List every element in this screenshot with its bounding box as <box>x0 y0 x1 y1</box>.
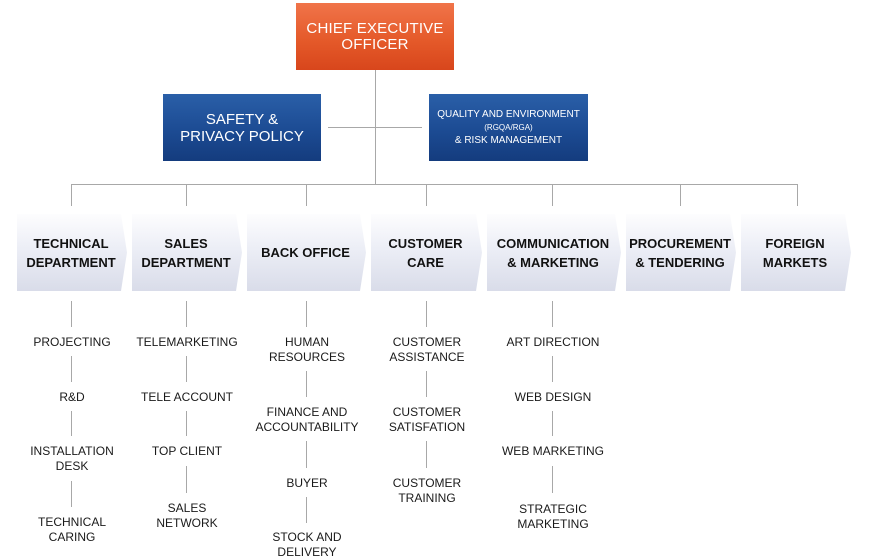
sub-item-human-resources: HUMAN RESOURCES <box>268 335 345 364</box>
connector-back-office <box>306 371 307 397</box>
connector-customer-care <box>426 441 427 468</box>
sub-item-web-design: WEB DESIGN <box>514 390 592 404</box>
dept-sales: SALES DEPARTMENT <box>132 214 242 291</box>
quality-label-line3: & RISK MANAGEMENT <box>454 135 563 146</box>
connector-back-office <box>306 497 307 523</box>
dept-back-office: BACK OFFICE <box>247 214 366 291</box>
dept-label: DEPARTMENT <box>26 254 116 270</box>
sub-item-rnd: R&D <box>59 390 85 404</box>
sub-item-sales-network: SALES NETWORK <box>156 501 218 530</box>
safety-label-line2: PRIVACY POLICY <box>180 127 304 145</box>
connector-dept-technical <box>71 184 72 206</box>
connector-policies <box>328 127 422 128</box>
sub-item-top-client: TOP CLIENT <box>151 444 223 458</box>
connector-sales <box>186 356 187 382</box>
sub-item-stock-delivery: STOCK AND DELIVERY <box>272 530 342 559</box>
dept-label: BACK OFFICE <box>261 245 350 260</box>
connector-customer-care <box>426 301 427 327</box>
dept-technical: TECHNICAL DEPARTMENT <box>17 214 127 291</box>
sub-item-strategic-marketing: STRATEGIC MARKETING <box>517 502 589 531</box>
dept-label: TECHNICAL <box>33 235 109 251</box>
connector-communication <box>552 356 553 382</box>
sub-item-web-marketing: WEB MARKETING <box>501 444 604 458</box>
connector-sales <box>186 411 187 436</box>
sub-item-customer-satisfation: CUSTOMER SATISFATION <box>388 405 466 434</box>
dept-label: FOREIGN <box>765 235 825 251</box>
connector-communication <box>552 466 553 493</box>
sub-item-buyer: BUYER <box>286 476 328 490</box>
connector-communication <box>552 411 553 436</box>
dept-label: CARE <box>407 254 444 270</box>
connector-departments-bus <box>71 184 797 185</box>
safety-label-line1: SAFETY & <box>205 110 279 128</box>
connector-technical <box>71 301 72 327</box>
connector-back-office <box>306 301 307 327</box>
sub-item-technical-caring: TECHNICAL CARING <box>37 515 106 544</box>
dept-communication-marketing: COMMUNICATION & MARKETING <box>487 214 621 291</box>
sub-item-customer-training: CUSTOMER TRAINING <box>392 476 462 505</box>
ceo-label-line2: OFFICER <box>341 35 409 53</box>
connector-dept-communication <box>552 184 553 206</box>
dept-label: PROCUREMENT <box>629 235 731 251</box>
connector-back-office <box>306 441 307 468</box>
dept-procurement-tendering: PROCUREMENT & TENDERING <box>626 214 736 291</box>
connector-technical <box>71 356 72 382</box>
dept-label: SALES <box>164 235 208 251</box>
safety-privacy-policy-box: SAFETY & PRIVACY POLICY <box>163 94 321 161</box>
ceo-label-line1: CHIEF EXECUTIVE <box>306 19 444 37</box>
connector-dept-procurement <box>680 184 681 206</box>
dept-label: & MARKETING <box>507 254 599 270</box>
dept-customer-care: CUSTOMER CARE <box>371 214 482 291</box>
sub-item-telemarketing: TELEMARKETING <box>136 335 238 349</box>
connector-customer-care <box>426 371 427 397</box>
quality-label-line1: QUALITY AND ENVIRONMENT <box>437 109 580 120</box>
sub-item-installation-desk: INSTALLATION DESK <box>30 444 114 473</box>
dept-label: DEPARTMENT <box>141 254 231 270</box>
connector-dept-customer-care <box>426 184 427 206</box>
sub-item-customer-assistance: CUSTOMER ASSISTANCE <box>389 335 465 364</box>
connector-technical <box>71 411 72 436</box>
ceo-box: CHIEF EXECUTIVE OFFICER <box>296 3 454 70</box>
sub-item-finance-accountability: FINANCE AND ACCOUNTABILITY <box>255 405 359 434</box>
connector-sales <box>186 301 187 327</box>
dept-label: & TENDERING <box>635 254 725 270</box>
quality-environment-box: QUALITY AND ENVIRONMENT (RGQA/RGA) & RIS… <box>429 94 588 161</box>
connector-dept-back-office <box>306 184 307 206</box>
connector-technical <box>71 481 72 507</box>
connector-dept-sales <box>186 184 187 206</box>
connector-sales <box>186 466 187 493</box>
dept-label: COMMUNICATION <box>496 235 610 251</box>
connector-dept-foreign <box>797 184 798 206</box>
sub-item-tele-account: TELE ACCOUNT <box>140 390 233 404</box>
dept-foreign-markets: FOREIGN MARKETS <box>741 214 851 291</box>
connector-communication <box>552 301 553 327</box>
sub-item-projecting: PROJECTING <box>33 335 111 349</box>
sub-item-art-direction: ART DIRECTION <box>506 335 600 349</box>
dept-label: MARKETS <box>762 254 828 270</box>
quality-label-line2: (RGQA/RGA) <box>484 123 533 132</box>
dept-label: CUSTOMER <box>388 235 463 251</box>
